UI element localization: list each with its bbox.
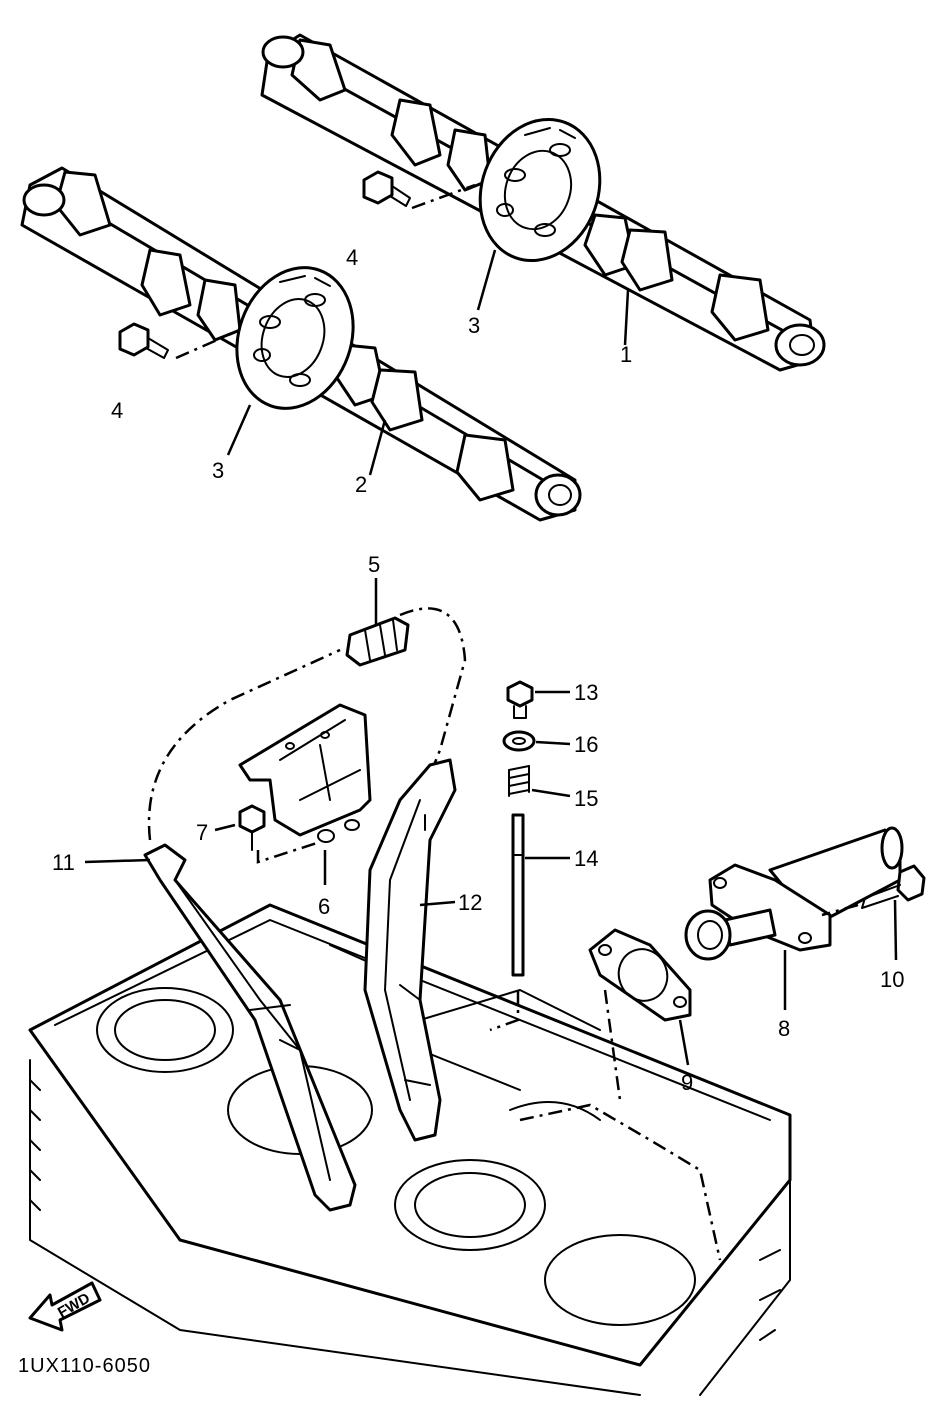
- stopper-bolt: [238, 804, 321, 864]
- tensioner-spring: [508, 765, 530, 797]
- callout-3-lower: 3: [212, 458, 224, 483]
- cam-chain-tensioner: [684, 826, 904, 961]
- tensioner-gasket: [588, 928, 692, 1101]
- camshaft-sprocket-lower: [235, 266, 355, 410]
- chain-guide-exhaust: [143, 843, 357, 1212]
- tensioner-rod: [489, 813, 525, 1032]
- callout-leaders: [84, 249, 898, 1066]
- callout-labels: 1 2 3 3 4 4 5 6 7 8 9 10 11 12 13 14 15 …: [52, 245, 904, 1095]
- chain-guide-stopper: [238, 703, 372, 843]
- callout-15: 15: [574, 786, 598, 811]
- tensioner-cap-bolt: [506, 680, 534, 719]
- callout-7: 7: [196, 820, 208, 845]
- callout-2: 2: [355, 472, 367, 497]
- callout-1: 1: [620, 342, 632, 367]
- callout-5: 5: [368, 552, 380, 577]
- tensioner-bolt: [821, 864, 926, 917]
- camshaft-sprocket-upper: [478, 117, 602, 263]
- callout-4-lower: 4: [111, 398, 123, 423]
- chain-guide-intake: [363, 758, 457, 1142]
- callout-10: 10: [880, 967, 904, 992]
- callout-3-upper: 3: [468, 313, 480, 338]
- drawing-code: 1UX110-6050: [18, 1355, 151, 1377]
- forward-arrow-icon: FWD: [28, 1281, 102, 1332]
- callout-16: 16: [574, 732, 598, 757]
- sprocket-bolt-lower: [118, 322, 241, 360]
- callout-12: 12: [458, 890, 482, 915]
- callout-6: 6: [318, 894, 330, 919]
- callout-9: 9: [681, 1070, 693, 1095]
- cam-chain: [147, 607, 467, 841]
- callout-8: 8: [778, 1016, 790, 1041]
- callout-13: 13: [574, 680, 598, 705]
- callout-11: 11: [52, 850, 75, 875]
- callout-4-upper: 4: [346, 245, 358, 270]
- tensioner-washer: [502, 730, 536, 752]
- callout-14: 14: [574, 846, 598, 871]
- sprocket-bolt-upper: [362, 170, 476, 210]
